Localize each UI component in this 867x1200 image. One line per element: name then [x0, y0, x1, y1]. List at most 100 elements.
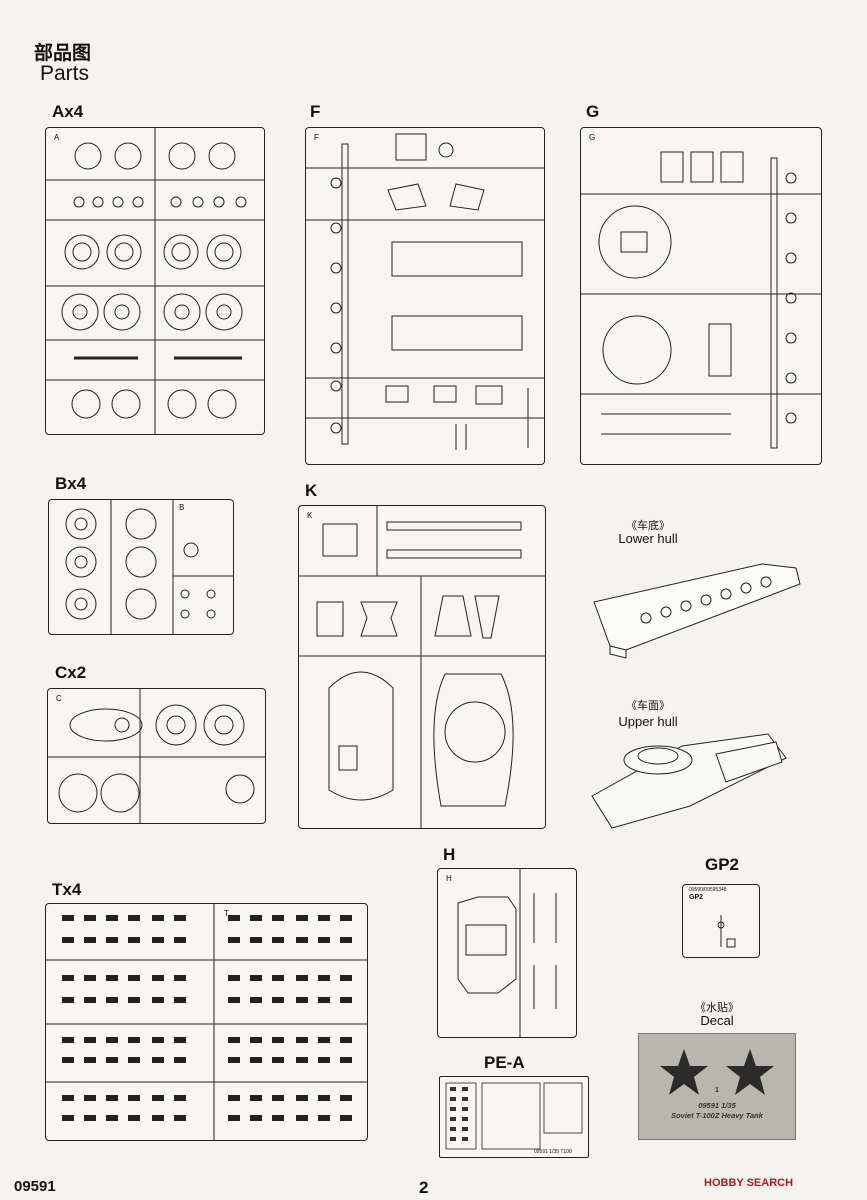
sprue-pe: 09591 1/35 T100 — [439, 1076, 589, 1158]
track-link — [84, 975, 96, 981]
track-link — [318, 915, 330, 921]
sprue-pe-drawing: 09591 1/35 T100 — [445, 1082, 583, 1155]
star-decal-left — [660, 1049, 708, 1095]
track-link — [106, 997, 118, 1003]
track-link — [174, 915, 186, 921]
track-link — [228, 1115, 240, 1121]
sprue-gp2-tag: GP2 — [689, 894, 703, 901]
sprue-b-tag: B — [179, 503, 184, 512]
track-link — [296, 975, 308, 981]
track-link — [62, 1057, 74, 1063]
track-link — [152, 1037, 164, 1043]
track-link — [272, 1037, 284, 1043]
upper-hull-drawing — [591, 733, 787, 829]
sprue-k-tag: K — [307, 511, 313, 520]
lower-hull-drawing — [593, 563, 801, 659]
page-number: 2 — [419, 1178, 429, 1197]
track-link — [62, 1115, 74, 1121]
upper-hull-label: Upper hull — [618, 714, 678, 729]
track-link — [152, 975, 164, 981]
track-link — [84, 1115, 96, 1121]
track-link — [272, 975, 284, 981]
track-link — [128, 1037, 140, 1043]
track-link — [296, 1037, 308, 1043]
decal-number: 1 — [714, 1085, 720, 1094]
sprue-f-drawing: F — [306, 133, 544, 450]
track-link — [84, 997, 96, 1003]
sprue-f: F — [305, 127, 545, 465]
track-link — [272, 1095, 284, 1101]
track-link — [228, 937, 240, 943]
star-decal-right — [726, 1049, 774, 1095]
sprue-g-label: G — [586, 102, 600, 121]
track-link — [106, 1037, 118, 1043]
track-link — [318, 1057, 330, 1063]
track-link — [174, 937, 186, 943]
track-link — [250, 937, 262, 943]
decal-sheet: 1 09591 1/35 Soviet T-100Z Heavy Tank — [638, 1033, 796, 1140]
track-link — [152, 997, 164, 1003]
track-link — [128, 975, 140, 981]
track-link — [62, 997, 74, 1003]
sprue-gp2: GP2 09590/09595348 — [682, 884, 760, 958]
decal-title-cn: 《水贴》 — [695, 1001, 739, 1014]
track-link — [272, 1057, 284, 1063]
sprue-a-drawing: A — [46, 128, 264, 434]
sprue-g-tag: G — [589, 133, 595, 142]
track-link — [152, 1115, 164, 1121]
sprue-c-drawing: C — [48, 689, 265, 823]
track-link — [272, 915, 284, 921]
track-link — [318, 997, 330, 1003]
decal-line2: Soviet T-100Z Heavy Tank — [671, 1111, 763, 1120]
track-link — [128, 937, 140, 943]
sprue-a-tag: A — [54, 133, 60, 142]
track-link — [296, 997, 308, 1003]
watermark: HOBBY SEARCH — [704, 1177, 794, 1189]
track-link — [174, 1037, 186, 1043]
sprue-k: K — [298, 505, 546, 829]
sprue-t-label: Tx4 — [52, 880, 82, 899]
track-link — [250, 975, 262, 981]
sprue-k-label: K — [305, 481, 318, 500]
sprue-h-tag: H — [446, 874, 452, 883]
track-link — [106, 1095, 118, 1101]
track-link — [106, 1057, 118, 1063]
track-link — [128, 1115, 140, 1121]
track-link — [296, 1095, 308, 1101]
track-link — [106, 937, 118, 943]
sprue-k-drawing: K — [299, 506, 545, 828]
sprue-t-drawing: T — [46, 904, 367, 1140]
track-link — [174, 975, 186, 981]
track-link — [84, 1037, 96, 1043]
track-link — [250, 997, 262, 1003]
track-link — [228, 915, 240, 921]
track-link — [318, 1037, 330, 1043]
track-link — [296, 915, 308, 921]
track-link — [340, 975, 352, 981]
track-link — [340, 1057, 352, 1063]
sprue-c-label: Cx2 — [55, 663, 87, 682]
sprue-c: C — [47, 688, 266, 824]
lower-hull-label: Lower hull — [618, 531, 678, 546]
sprue-f-tag: F — [314, 133, 319, 142]
track-link — [296, 1057, 308, 1063]
sprue-f-label: F — [310, 102, 321, 121]
sprue-g: G — [580, 127, 822, 465]
sprue-pe-label: PE-A — [484, 1053, 525, 1072]
track-link — [228, 997, 240, 1003]
product-code: 09591 — [14, 1178, 56, 1195]
track-link — [128, 1057, 140, 1063]
upper-hull-cn: 《车面》 — [626, 699, 670, 712]
decal-title-en: Decal — [700, 1013, 734, 1028]
track-link — [272, 1115, 284, 1121]
track-link — [296, 1115, 308, 1121]
track-link — [228, 1057, 240, 1063]
track-link — [340, 937, 352, 943]
sprue-gp2-code: 09590/09595348 — [689, 887, 727, 893]
track-link — [318, 937, 330, 943]
track-link — [128, 1095, 140, 1101]
track-link — [340, 1037, 352, 1043]
track-link — [62, 1095, 74, 1101]
track-link — [250, 1095, 262, 1101]
sprue-pe-code: 09591 1/35 T100 — [534, 1149, 572, 1155]
